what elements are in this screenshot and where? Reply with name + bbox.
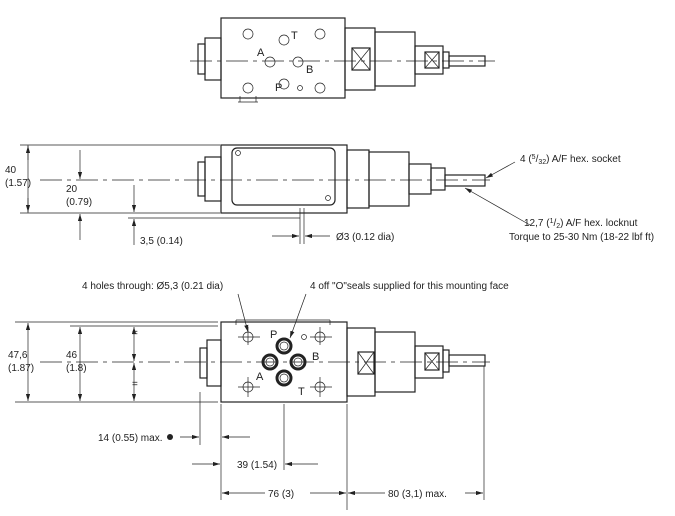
- port-label-t-front: T: [298, 386, 305, 398]
- top-view: A T B P: [190, 17, 495, 103]
- port-label-a: A: [257, 47, 265, 59]
- height-inner-alt: (1.8): [66, 363, 87, 374]
- center-dim-alt: (0.79): [66, 197, 92, 208]
- nut-dim: 14 (0.55) max.: [98, 433, 162, 444]
- equal-mark-bottom: =: [132, 379, 138, 390]
- port-label-b-front: B: [312, 351, 319, 363]
- o-seals: [261, 337, 307, 387]
- port-label-b: B: [306, 64, 313, 76]
- holes-note: 4 holes through: Ø5,3 (0.21 dia): [82, 281, 223, 292]
- body-dim: 76 (3): [268, 489, 294, 500]
- height-inner-value: 46: [66, 350, 78, 361]
- equal-mark-top: =: [132, 328, 138, 339]
- side-view: 40 (1.57) 20 (0.79) 3,5 (0.14) Ø3 (0.12 …: [5, 144, 654, 247]
- height-outer-value: 47,6: [8, 350, 28, 361]
- port-label-t: T: [291, 30, 298, 42]
- left-nut: [204, 37, 222, 81]
- locknut-note: 12,7 (1/2) A/F hex. locknut: [524, 218, 638, 230]
- height-outer-alt: (1.87): [8, 363, 34, 374]
- port-label-a-front: A: [256, 371, 264, 383]
- nameplate: [231, 147, 336, 206]
- pin-offset-dim: 3,5 (0.14): [140, 236, 183, 247]
- extension-dim: 80 (3,1) max.: [388, 489, 447, 500]
- center-dim-value: 20: [66, 184, 78, 195]
- seals-note: 4 off "O"seals supplied for this mountin…: [310, 281, 509, 292]
- adjuster-stem-side: [444, 174, 486, 187]
- port-label-p-front: P: [270, 329, 277, 341]
- height-dim-value: 40: [5, 165, 17, 176]
- height-dim-alt: (1.57): [5, 178, 31, 189]
- valve-body-side: [220, 144, 348, 214]
- center-dim: 39 (1.54): [237, 460, 277, 471]
- valve-body: [220, 17, 346, 99]
- socket-note: 4 (5/32) A/F hex. socket: [520, 154, 621, 166]
- pin-dia-dim: Ø3 (0.12 dia): [336, 232, 394, 243]
- front-view: P A B T 4 holes through: Ø5,3 (0.21 dia)…: [8, 281, 509, 510]
- port-label-p: P: [275, 82, 282, 94]
- torque-note: Torque to 25-30 Nm (18-22 lbf ft): [509, 232, 654, 243]
- bullet-icon: [167, 434, 173, 440]
